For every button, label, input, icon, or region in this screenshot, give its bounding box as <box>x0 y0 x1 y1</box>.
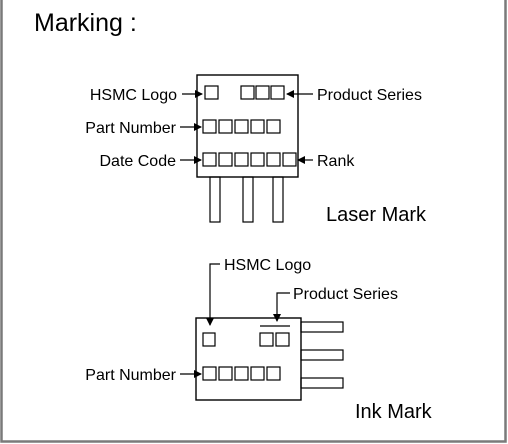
laser-lead-3 <box>272 176 284 223</box>
ink-mark-diagram: HSMC Logo Product Series Part Number Ink… <box>85 257 432 423</box>
laser-part-box <box>266 119 281 134</box>
laser-part-box <box>250 119 265 134</box>
laser-date-box <box>202 152 217 167</box>
ink-package-body <box>195 317 302 401</box>
laser-date-box <box>266 152 281 167</box>
ink-hsmc-logo-label: HSMC Logo <box>224 257 311 274</box>
laser-rank-label: Rank <box>317 153 355 170</box>
laser-logo-box <box>204 85 219 100</box>
laser-date-box <box>234 152 249 167</box>
ink-logo-box <box>202 332 216 347</box>
ink-series-arrow <box>273 292 290 322</box>
ink-lead-3 <box>300 377 344 389</box>
laser-rank-box <box>282 152 297 167</box>
ink-part-number-label: Part Number <box>85 367 176 384</box>
ink-series-box <box>259 332 274 347</box>
laser-date-box <box>218 152 233 167</box>
ink-lead-2 <box>300 349 344 361</box>
ink-part-box <box>250 366 265 381</box>
ink-logo-arrow <box>206 263 220 326</box>
laser-mark-caption: Laser Mark <box>326 204 427 226</box>
laser-lead-2 <box>242 176 254 223</box>
laser-part-box <box>218 119 233 134</box>
laser-lead-1 <box>209 176 221 223</box>
laser-product-series-label: Product Series <box>317 87 422 104</box>
laser-series-box <box>255 85 270 100</box>
ink-part-box <box>266 366 281 381</box>
laser-series-box <box>240 85 255 100</box>
ink-lead-1 <box>300 321 344 333</box>
laser-part-box <box>234 119 249 134</box>
ink-mark-caption: Ink Mark <box>355 401 433 423</box>
laser-hsmc-logo-label: HSMC Logo <box>90 87 177 104</box>
ink-product-series-label: Product Series <box>293 286 398 303</box>
ink-part-box <box>218 366 233 381</box>
laser-series-box <box>270 85 285 100</box>
ink-part-box <box>234 366 249 381</box>
laser-mark-diagram: HSMC Logo Part Number Date Code Product … <box>85 74 427 226</box>
laser-part-box <box>202 119 217 134</box>
page-title: Marking : <box>34 9 137 37</box>
ink-series-box <box>275 332 290 347</box>
laser-date-box <box>250 152 265 167</box>
laser-part-number-label: Part Number <box>85 120 176 137</box>
laser-date-code-label: Date Code <box>100 153 177 170</box>
ink-part-box <box>202 366 217 381</box>
